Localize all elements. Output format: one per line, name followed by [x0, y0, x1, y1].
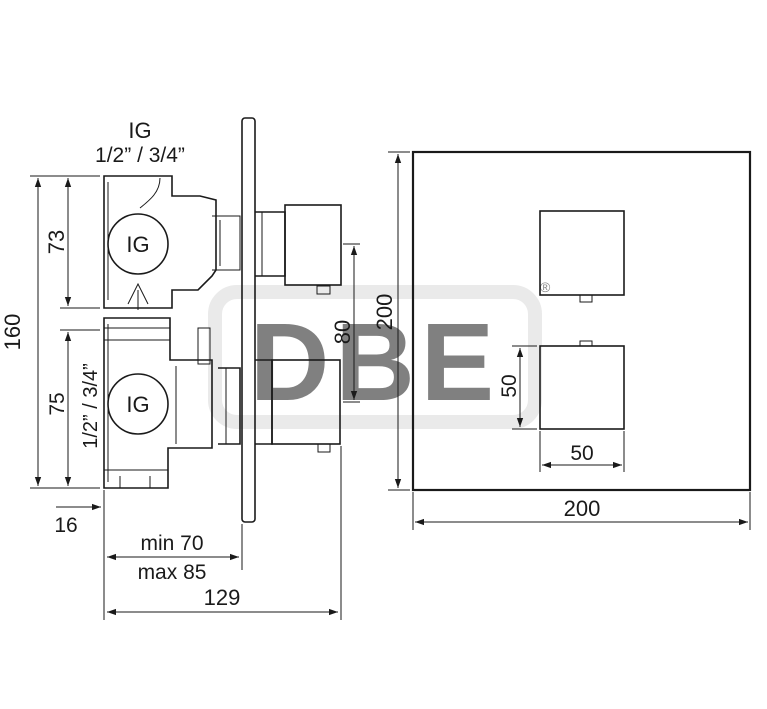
- upper-handle-knob: [255, 204, 342, 295]
- dim-upper-height: 73: [44, 230, 69, 254]
- dim-depth-max: max 85: [138, 561, 207, 584]
- dim-handle-width: 50: [570, 442, 593, 465]
- lower-handle-knob: [218, 359, 341, 453]
- dim-overall-height: 160: [0, 314, 25, 351]
- inlet-label: IG: [128, 118, 151, 143]
- lower-square-handle: [539, 345, 625, 430]
- upper-port-label: IG: [126, 232, 149, 257]
- lower-port-label: IG: [126, 392, 149, 417]
- watermark-logo: DBE ®: [208, 279, 551, 429]
- upper-square-handle: [539, 210, 625, 296]
- dim-depth-min: min 70: [140, 532, 203, 555]
- side-view: IG IG: [0, 117, 360, 620]
- wall-plate: [241, 117, 256, 523]
- dim-offset: 16: [54, 514, 77, 537]
- lower-valve-body: [103, 317, 213, 489]
- front-view: 200 200 50 50: [372, 150, 752, 530]
- dim-lower-height: 75: [46, 392, 69, 415]
- dim-plate-height: 200: [372, 294, 397, 331]
- watermark-text: DBE: [250, 301, 500, 424]
- watermark-registered-mark: ®: [540, 279, 551, 295]
- upper-port-circle: [107, 213, 169, 275]
- dim-lower-inlet: 1/2” / 3/4”: [80, 363, 102, 449]
- lower-port-circle: [107, 373, 169, 435]
- watermark-frame: [208, 285, 542, 429]
- dim-plate-width: 200: [564, 496, 601, 521]
- dim-handle-height: 50: [498, 374, 521, 397]
- upper-valve-body: [103, 175, 241, 309]
- cover-plate: [411, 150, 752, 492]
- inlet-size: 1/2” / 3/4”: [95, 144, 185, 167]
- flow-arrow-icon: [127, 282, 149, 310]
- dim-handle-spacing: 80: [330, 320, 355, 344]
- dim-total-depth: 129: [204, 585, 241, 610]
